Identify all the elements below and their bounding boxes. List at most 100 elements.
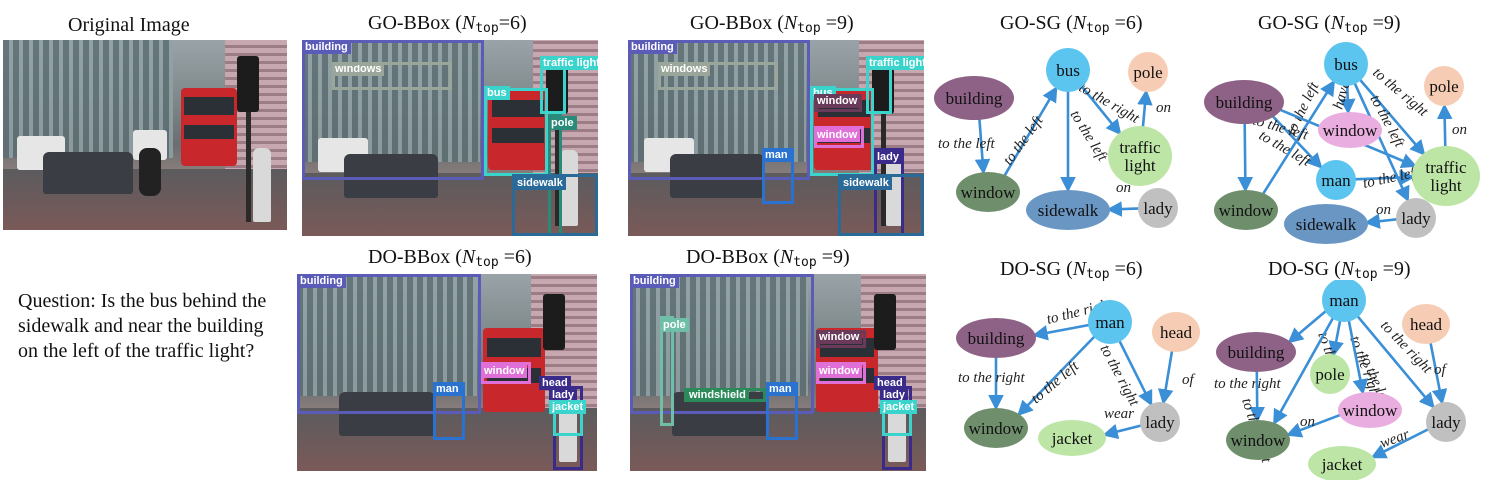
node-window: window (1226, 420, 1290, 460)
node-building: building (1216, 332, 1296, 372)
bbox-label-building: building (628, 40, 677, 54)
edge-building-window (974, 117, 991, 175)
node-bus: bus (1046, 48, 1090, 92)
bbox-windows (658, 62, 778, 90)
node-pole: pole (1310, 354, 1350, 394)
edge-man-building (1032, 323, 1091, 341)
title-original: Original Image (68, 14, 190, 36)
edge-label: have (1330, 79, 1353, 111)
node-man: man (1322, 280, 1366, 322)
edge-label: wear (1104, 406, 1134, 422)
node-bus: bus (1324, 42, 1368, 86)
edge-bus-window2 (1339, 83, 1356, 115)
bbox-label-windows: windows (332, 62, 385, 76)
bbox-label-building: building (297, 274, 346, 288)
bbox-label-window-pink: window (816, 364, 863, 378)
title-go-sg-6: GO-SG (Ntop =6) (1000, 12, 1143, 36)
go-bbox-9-image: building windows traffic light bus windo… (628, 40, 924, 236)
node-label-jacket: jacket (1051, 429, 1093, 448)
edge-man-pole (1328, 319, 1344, 357)
original-image (3, 40, 287, 230)
node-sidewalk: sidewalk (1284, 204, 1368, 244)
node-pole: pole (1128, 52, 1168, 92)
title-do-bbox-6: DO-BBox (Ntop =6) (368, 246, 532, 270)
edge-man-window (1272, 316, 1335, 426)
bbox-label-bus: bus (484, 86, 510, 100)
bbox-label-pole: pole (548, 116, 577, 130)
edge-label: to the left (1067, 108, 1111, 165)
bbox-label-man: man (762, 148, 791, 162)
motorcycle-shape (139, 148, 161, 196)
node-pole: pole (1424, 66, 1464, 106)
edge-building-man (1270, 113, 1323, 169)
edge-label: of (1434, 362, 1448, 378)
node-label-window: window (961, 183, 1017, 202)
node-label-sidewalk: sidewalk (1296, 215, 1357, 234)
bbox-label-lady: lady (874, 150, 903, 164)
node-window2: window (1318, 112, 1382, 148)
title-do-bbox-9: DO-BBox (Ntop =9) (686, 246, 850, 270)
do-bbox-9-image: building pole window window man windshie… (630, 274, 926, 471)
edge-man-lady (1117, 339, 1153, 407)
title-go-bbox-9: GO-BBox (Ntop =9) (690, 12, 854, 36)
bbox-label-building: building (302, 40, 351, 54)
car-shape (43, 152, 133, 194)
question-text: Question: Is the bus behind the sidewalk… (18, 290, 267, 362)
edge-label: of (1182, 372, 1196, 388)
edge-traffic_light-pole (1436, 103, 1453, 150)
bbox-label-jacket: jacket (880, 400, 918, 414)
edge-bus-traffic_light (1079, 84, 1122, 136)
bbox-label-sidewalk: sidewalk (840, 176, 892, 190)
node-head: head (1152, 312, 1200, 352)
node-label-sidewalk: sidewalk (1038, 201, 1099, 220)
node-label-head: head (1160, 323, 1193, 342)
node-label-building: building (1216, 93, 1273, 112)
node-label-man: man (1095, 313, 1125, 332)
bbox-sidewalk (838, 174, 924, 236)
bbox-building (630, 274, 814, 414)
node-building: building (1204, 80, 1284, 124)
edge-window-bus (1002, 86, 1058, 178)
node-label-head: head (1410, 315, 1443, 334)
title-do-sg-9: DO-SG (Ntop =9) (1268, 258, 1411, 282)
bbox-pole (660, 316, 674, 426)
node-window: window (956, 172, 1020, 212)
node-building: building (934, 76, 1014, 120)
node-label-traffic_light: traffic (1119, 138, 1161, 157)
edge-bus-lady (1353, 81, 1410, 203)
edge-traffic_light-pole (1137, 89, 1153, 130)
node-label-traffic_light: light (1430, 176, 1461, 195)
go-bbox-6-image: building windows traffic light bus pole … (302, 40, 598, 236)
node-label-lady: lady (1145, 413, 1175, 432)
traffic-light-shape (237, 56, 259, 112)
bus-shape (181, 88, 237, 166)
bbox-label-sidewalk: sidewalk (514, 176, 566, 190)
bbox-label-traffic-light: traffic light (866, 56, 924, 70)
edge-head-lady (1429, 341, 1448, 405)
node-window2: window (1338, 392, 1402, 428)
node-label-bus: bus (1056, 61, 1080, 80)
edge-man-window2 (1347, 319, 1368, 395)
edge-label: to the left (1000, 112, 1047, 168)
node-window: window (1214, 190, 1278, 230)
bbox-building (302, 40, 484, 180)
bbox-label-window: window (481, 364, 528, 378)
node-label-lady: lady (1143, 199, 1173, 218)
pole-shape (246, 112, 251, 222)
node-label-window: window (969, 419, 1025, 438)
edge-label: wear (1378, 426, 1412, 451)
title-go-bbox-6: GO-BBox (Ntop=6) (368, 12, 527, 36)
edge-label: to the left (938, 136, 995, 152)
node-label-traffic_light: light (1124, 156, 1155, 175)
node-label-bus: bus (1334, 55, 1358, 74)
node-jacket: jacket (1308, 446, 1376, 480)
edge-label: to the right (1096, 342, 1142, 409)
node-label-traffic_light: traffic (1425, 158, 1467, 177)
node-label-lady: lady (1431, 413, 1461, 432)
edge-man-traffic_light (1353, 169, 1416, 186)
node-lady: lady (1396, 198, 1436, 238)
title-go-sg-9: GO-SG (Ntop =9) (1258, 12, 1401, 36)
bbox-label-traffic-light: traffic light (540, 56, 598, 70)
edge-lady-sidewalk (1364, 213, 1399, 229)
